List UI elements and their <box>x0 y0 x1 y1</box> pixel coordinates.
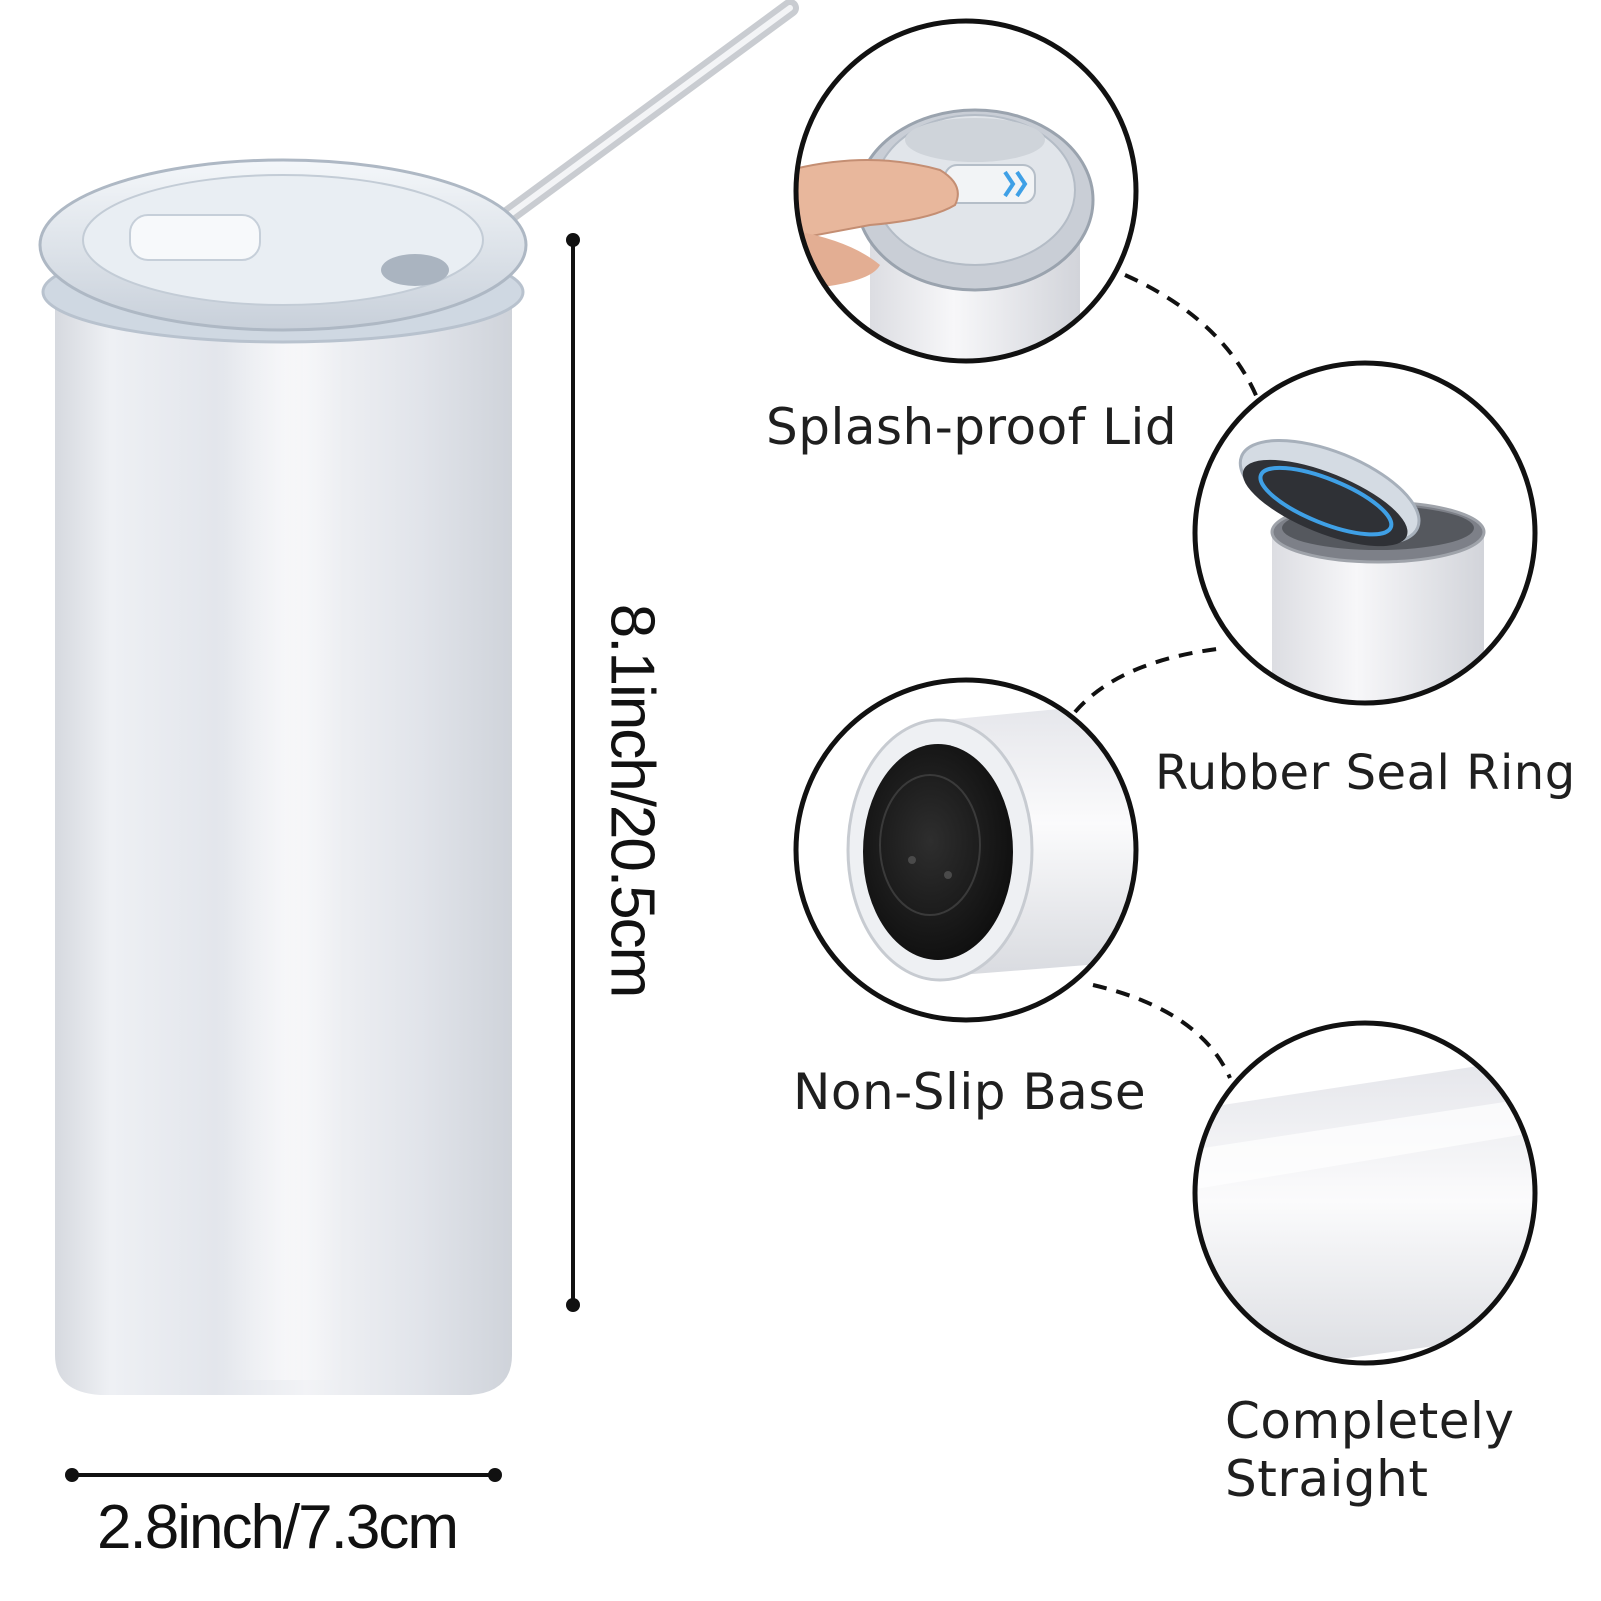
detail-circle-seal <box>1192 360 1538 706</box>
height-label: 8.1inch/20.5cm <box>597 603 667 997</box>
arrow-accent-icon <box>1003 170 1028 198</box>
detail-circle-base <box>793 677 1139 1023</box>
height-dimension <box>566 233 580 1312</box>
detail-circle-lid <box>793 18 1139 364</box>
straw-hole <box>381 254 449 286</box>
width-dimension <box>65 1468 502 1482</box>
feature-label-straight: Completely Straight <box>1225 1392 1514 1508</box>
feature-label-straight-line1: Completely <box>1225 1392 1515 1450</box>
detail-circle-straight <box>1192 1020 1538 1366</box>
non-slip-pad <box>863 744 1013 960</box>
feature-label-base: Non-Slip Base <box>793 1063 1147 1121</box>
dashed-connectors <box>1073 273 1260 1079</box>
lid-slider <box>129 214 261 261</box>
feature-label-seal: Rubber Seal Ring <box>1155 745 1576 801</box>
feature-label-lid: Splash-proof Lid <box>766 398 1178 456</box>
seal-ring-highlight <box>1258 465 1394 537</box>
tumbler <box>38 0 799 1395</box>
feature-label-straight-line2: Straight <box>1225 1450 1429 1508</box>
width-label: 2.8inch/7.3cm <box>97 1493 459 1562</box>
finger <box>796 159 959 242</box>
